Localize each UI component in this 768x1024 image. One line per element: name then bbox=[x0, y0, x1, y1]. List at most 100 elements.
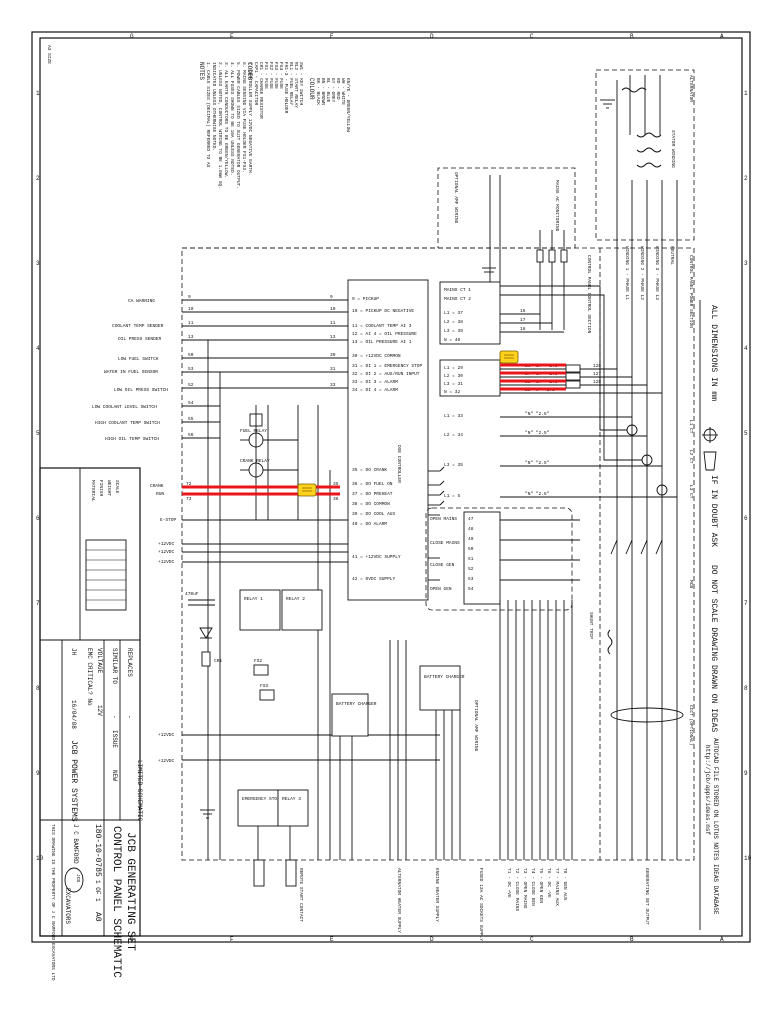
svg-text:L2 CT: L2 CT bbox=[688, 450, 694, 464]
svg-text:E: E bbox=[330, 33, 334, 40]
svg-text:3: 3 bbox=[36, 260, 40, 267]
note-icon[interactable] bbox=[499, 350, 519, 364]
svg-text:6: 6 bbox=[36, 515, 40, 522]
svg-text:40 = DO ALARM: 40 = DO ALARM bbox=[352, 521, 387, 527]
similar-to-field: SIMILAR TO bbox=[111, 648, 118, 684]
svg-text:FUEL RELAY: FUEL RELAY bbox=[240, 428, 267, 434]
mains-ac-monitoring-label: MAINS AC MONITORING bbox=[554, 180, 560, 232]
note-icon[interactable] bbox=[297, 483, 317, 497]
svg-text:B: B bbox=[630, 936, 634, 943]
emergency-stop-cluster: RELAY 1 RELAY 2 EMERGENCY STOP RELAY 3 bbox=[200, 589, 323, 827]
output-buses: MCB CCCT (OPTIONAL) SHUNT TRIP bbox=[257, 539, 694, 860]
svg-text:73: 73 bbox=[186, 496, 192, 502]
svg-text:T1 - DC +VE: T1 - DC +VE bbox=[506, 868, 512, 898]
sheet-size-label: A3 SIZE bbox=[46, 45, 52, 64]
alternator: WINDING 1 - PHASE L1 WINDING 2 - PHASE L… bbox=[600, 75, 678, 860]
svg-text:COLOUR: COLOUR bbox=[308, 78, 315, 100]
svg-text:+12VDC: +12VDC bbox=[158, 549, 175, 555]
svg-text:10: 10 bbox=[744, 855, 752, 862]
svg-text:L1 = 5: L1 = 5 bbox=[444, 493, 461, 499]
svg-text:2. UNLESS NOTED, CONTROL WIRIN: 2. UNLESS NOTED, CONTROL WIRING TO BE 1.… bbox=[217, 62, 223, 189]
svg-text:9: 9 bbox=[330, 294, 333, 300]
svg-text:NEW: NEW bbox=[111, 770, 118, 781]
svg-text:30: 30 bbox=[330, 352, 336, 358]
svg-text:CRANK RELAY: CRANK RELAY bbox=[240, 458, 270, 464]
notes-block: NOTES 1. CABLE SIZES (DECIMAL) REFERRED … bbox=[198, 62, 253, 189]
svg-text:GN/YE - GREEN/YELLOW: GN/YE - GREEN/YELLOW bbox=[345, 78, 351, 132]
svg-text:N = 40: N = 40 bbox=[444, 337, 461, 343]
alternator-label: ALTERNATOR bbox=[688, 75, 694, 102]
svg-text:13: 13 bbox=[330, 334, 336, 340]
svg-text:JH: JH bbox=[70, 648, 77, 656]
svg-text:126: 126 bbox=[593, 363, 601, 369]
svg-text:2: 2 bbox=[744, 175, 748, 182]
svg-text:1: 1 bbox=[36, 90, 40, 97]
right-banner: ALL DIMENSIONS IN mm IF IN DOUBT ASK DO … bbox=[699, 300, 719, 930]
svg-text:L1 = 33: L1 = 33 bbox=[444, 413, 463, 419]
svg-text:L1 = 37: L1 = 37 bbox=[444, 310, 463, 316]
svg-text:BL - BLUE: BL - BLUE bbox=[325, 78, 331, 103]
svg-text:33 = DI 3 = ALARM: 33 = DI 3 = ALARM bbox=[352, 379, 398, 385]
svg-text:A: A bbox=[720, 33, 724, 40]
svg-text:RELAY 1: RELAY 1 bbox=[244, 596, 263, 602]
svg-text:-: - bbox=[111, 715, 118, 719]
svg-text:L1 = 29: L1 = 29 bbox=[444, 365, 463, 371]
svg-text:+12VDC: +12VDC bbox=[158, 732, 175, 738]
svg-text:4: 4 bbox=[744, 345, 748, 352]
svg-text:L2 = 34: L2 = 34 bbox=[444, 432, 463, 438]
svg-text:WINDING 3 - PHASE L3: WINDING 3 - PHASE L3 bbox=[654, 246, 660, 300]
svg-text:8: 8 bbox=[744, 685, 748, 692]
svg-text:470uF: 470uF bbox=[185, 591, 199, 597]
svg-text:T4 - CLOSE GEN: T4 - CLOSE GEN bbox=[530, 868, 536, 906]
svg-text:53: 53 bbox=[468, 576, 474, 582]
svg-text:7: 7 bbox=[36, 600, 40, 607]
emc-field: EMC CRITICAL? No bbox=[86, 648, 93, 706]
svg-text:127: 127 bbox=[593, 371, 601, 377]
svg-text:CRANK: CRANK bbox=[150, 483, 164, 489]
svg-text:B: B bbox=[630, 33, 634, 40]
svg-text:BN - BROWN: BN - BROWN bbox=[320, 78, 326, 105]
svg-text:53: 53 bbox=[188, 366, 194, 372]
svg-text:LIMITED SCHEMATIC: LIMITED SCHEMATIC bbox=[136, 760, 143, 822]
svg-text:NOTES: NOTES bbox=[198, 62, 205, 80]
optional-amf-label-2: OPTIONAL AMF WIRING bbox=[473, 700, 479, 752]
replaces-field: REPLACES bbox=[126, 648, 133, 677]
drawn-on-note: DRAWN ON IDEAS bbox=[709, 665, 718, 732]
svg-text:1. CABLE SIZES (DECIMAL) REFER: 1. CABLE SIZES (DECIMAL) REFERRED TO AS bbox=[205, 62, 211, 168]
svg-text:G: G bbox=[130, 936, 134, 943]
svg-text:11 = COOLANT TEMP AI 3: 11 = COOLANT TEMP AI 3 bbox=[352, 323, 412, 329]
svg-text:L2 = 38: L2 = 38 bbox=[444, 319, 463, 325]
svg-text:CODES: CODES bbox=[246, 62, 253, 80]
svg-text:BK - BLACK: BK - BLACK bbox=[315, 78, 321, 105]
svg-text:FH1-3 - FUSE HOLDER: FH1-3 - FUSE HOLDER bbox=[283, 62, 289, 114]
svg-text:39 = DO COOL AUX: 39 = DO COOL AUX bbox=[352, 511, 396, 517]
svg-text:CLOSE MAINS: CLOSE MAINS bbox=[430, 540, 460, 546]
svg-text:CLOSE GEN: CLOSE GEN bbox=[430, 562, 455, 568]
svg-text:CCCT (OPTIONAL): CCCT (OPTIONAL) bbox=[688, 705, 694, 746]
highlight-crank-run: CRANK RUN 72 73 35 36 bbox=[150, 481, 340, 502]
svg-text:5. POWER CABLES SIZED TO SUIT: 5. POWER CABLES SIZED TO SUIT GENERATOR … bbox=[235, 62, 241, 189]
mains-sensing-wiring: 16 17 18 bbox=[482, 175, 568, 333]
svg-text:31 = DI 1 = EMERGENCY STOP: 31 = DI 1 = EMERGENCY STOP bbox=[352, 363, 423, 369]
svg-text:REMOTE START CONTACT: REMOTE START CONTACT bbox=[298, 868, 304, 922]
issue-field: ISSUE bbox=[111, 730, 118, 748]
svg-text:CAP1 - CAPACITOR: CAP1 - CAPACITOR bbox=[253, 62, 259, 106]
svg-text:36 = DO FUEL ON: 36 = DO FUEL ON bbox=[352, 481, 393, 487]
svg-text:5: 5 bbox=[36, 430, 40, 437]
svg-text:7. CONTROLLER SUPPLY 12VDC NEG: 7. CONTROLLER SUPPLY 12VDC NEGATIVE EART… bbox=[247, 62, 253, 175]
svg-text:33: 33 bbox=[330, 382, 336, 388]
supply-terminals: E-STOP +12VDC +12VDC +12VDC +12VDC +12VD… bbox=[158, 517, 440, 764]
colour-block: COLOUR BK - BLACK BN - BROWN BL - BLUE G… bbox=[308, 78, 351, 132]
svg-text:N = 32: N = 32 bbox=[444, 389, 461, 395]
svg-text:72: 72 bbox=[186, 481, 192, 487]
svg-text:FINISH: FINISH bbox=[98, 480, 104, 497]
svg-text:54: 54 bbox=[468, 586, 474, 592]
svg-text:FS2 - FUSE: FS2 - FUSE bbox=[268, 62, 274, 89]
svg-text:7: 7 bbox=[744, 600, 748, 607]
svg-text:F: F bbox=[230, 936, 234, 943]
svg-text:SHUNT TRIP: SHUNT TRIP bbox=[588, 612, 594, 639]
svg-text:9: 9 bbox=[36, 770, 40, 777]
svg-text:EMERGENCY STOP: EMERGENCY STOP bbox=[242, 796, 280, 802]
if-in-doubt-note: IF IN DOUBT ASK bbox=[709, 475, 718, 547]
controller-title: DSE CONTROLLER bbox=[396, 445, 402, 483]
